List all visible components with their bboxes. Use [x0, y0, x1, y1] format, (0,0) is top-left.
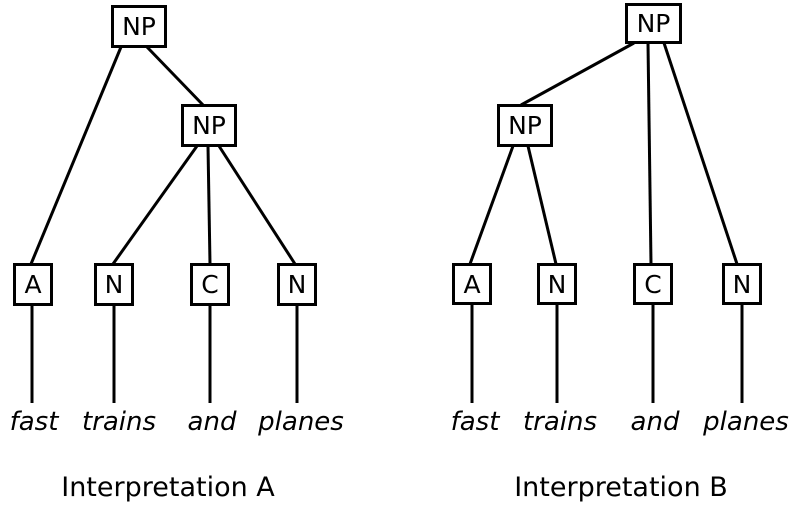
- tree-a-leaf-noun2-node: N: [277, 263, 317, 306]
- edge-a-inner-to-leaf-n2: [217, 145, 297, 265]
- tree-a-word-fast: fast: [9, 407, 59, 437]
- edge-b-inner-to-leaf-n1: [526, 145, 558, 265]
- tree-a-root-np-node: NP: [111, 5, 167, 48]
- edge-b-root-to-leaf-n2: [662, 42, 739, 265]
- tree-b-leaf-noun2-node: N: [722, 263, 762, 305]
- tree-b-inner-np-node: NP: [497, 104, 553, 147]
- tree-a-leaf-adjective-node: A: [13, 263, 53, 306]
- tree-b-word-trains: trains: [522, 407, 598, 437]
- tree-b-leaf-adjective-node: A: [452, 263, 492, 305]
- tree-a-word-planes: planes: [258, 407, 344, 437]
- tree-b-word-and: and: [630, 407, 680, 437]
- tree-b-word-planes: planes: [703, 407, 789, 437]
- edge-a-root-to-leaf-a: [29, 46, 123, 265]
- tree-a-word-trains: trains: [81, 407, 157, 437]
- edge-a-root-to-inner-np: [145, 45, 206, 108]
- edge-b-root-to-inner-np: [520, 41, 635, 107]
- tree-b-leaf-conjunction-node: C: [633, 263, 673, 305]
- tree-a-leaf-noun1-node: N: [94, 263, 134, 306]
- edge-b-root-to-leaf-c: [646, 42, 653, 265]
- tree-b-leaf-noun1-node: N: [537, 263, 577, 305]
- tree-a-inner-np-node: NP: [181, 104, 237, 147]
- tree-a-word-and: and: [187, 407, 237, 437]
- tree-a-leaf-conjunction-node: C: [190, 263, 230, 306]
- edge-a-inner-to-leaf-c: [206, 145, 212, 265]
- edge-a-inner-to-leaf-n1: [111, 145, 199, 265]
- tree-b-word-fast: fast: [450, 407, 500, 437]
- tree-a-caption: Interpretation A: [61, 472, 275, 503]
- tree-b-caption: Interpretation B: [514, 472, 728, 503]
- tree-b-root-np-node: NP: [625, 3, 682, 44]
- edge-b-inner-to-leaf-a: [468, 145, 515, 265]
